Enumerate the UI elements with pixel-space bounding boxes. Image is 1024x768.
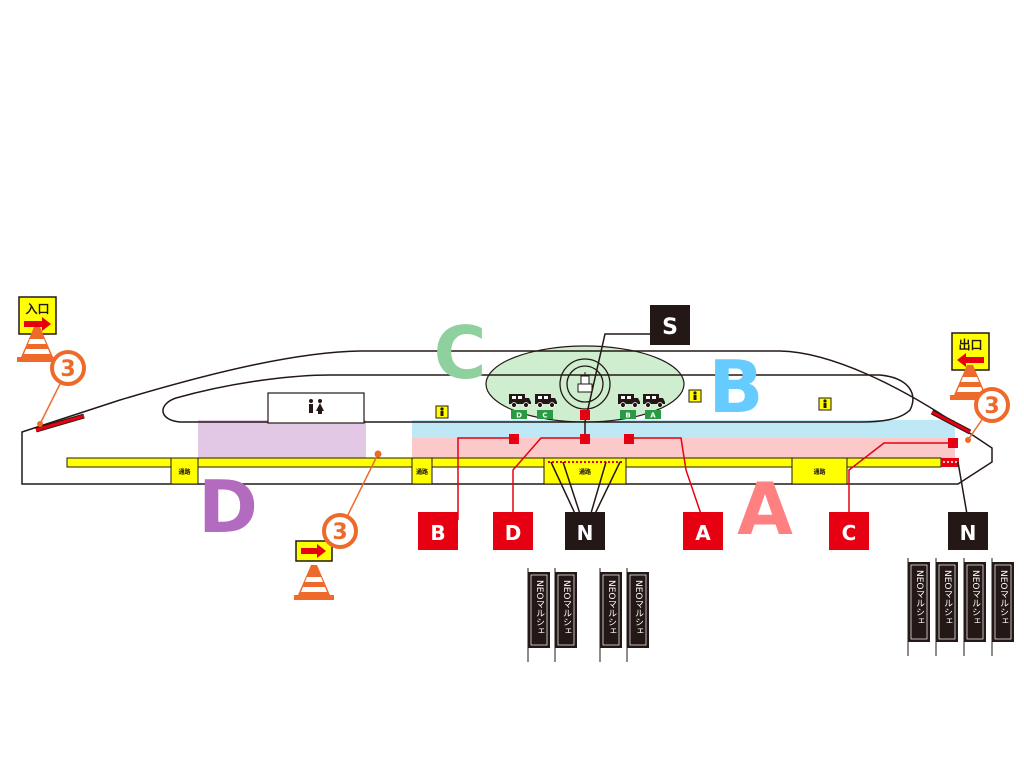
svg-text:A: A [695, 521, 711, 545]
booth-point [948, 438, 958, 448]
banner-text: NEOマルシェ [606, 580, 617, 636]
neo-banner-flag: NEOマルシェ [626, 568, 649, 662]
right-red-block [941, 458, 959, 467]
neo-banner-flag: NEOマルシェ [907, 558, 930, 656]
person-icon [435, 405, 449, 419]
neo-banner-flag: NEOマルシェ [527, 568, 550, 662]
marker-a: A [683, 512, 723, 550]
banner-text: NEOマルシェ [633, 580, 644, 636]
marker-d: D [493, 512, 533, 550]
passage-label: 通路 [579, 468, 592, 476]
booth-point [580, 410, 590, 420]
gate-badge: 3 [974, 387, 1010, 423]
fountain-icon [559, 358, 611, 410]
marker-n-center: N [565, 512, 605, 550]
svg-text:3: 3 [984, 394, 999, 419]
neo-banner-flag: NEOマルシェ [935, 558, 958, 656]
svg-text:3: 3 [332, 520, 347, 545]
neo-banner-flags: NEOマルシェ NEOマルシェ NEOマルシェ NEOマルシェ NEOマルシェ NEOマル… [527, 558, 1014, 662]
banner-text: NEOマルシェ [942, 570, 953, 626]
entrance-label: 入口 [25, 302, 49, 316]
entrance-gate-bar [35, 414, 85, 432]
neo-banner-flag: NEOマルシェ [963, 558, 986, 656]
neo-banner-flag: NEOマルシェ [991, 558, 1014, 656]
banner-text: NEOマルシェ [561, 580, 572, 636]
passage-label: 通路 [813, 468, 826, 476]
svg-text:3: 3 [60, 357, 75, 382]
passage-block: 通路 [170, 457, 199, 485]
booth-point [509, 434, 519, 444]
neo-banner-flag: NEOマルシェ [554, 568, 577, 662]
exit-label: 出口 [958, 337, 982, 352]
passage-label: 通路 [416, 468, 429, 476]
passage-block: 通路 [411, 457, 433, 485]
passage-label: 通路 [178, 468, 191, 476]
marker-connectors-dark [550, 333, 969, 521]
exit-gate-bar [931, 410, 971, 434]
traffic-cone-icon [294, 565, 334, 600]
food-truck-labels: D C B A [511, 410, 661, 420]
passage-block: 通路 [791, 457, 848, 485]
neo-banner-flag: NEOマルシェ [599, 568, 622, 662]
gate-sign-middle [295, 540, 333, 562]
marker-c: C [829, 512, 869, 550]
truck-label: A [650, 412, 656, 420]
zone-b-area [412, 420, 955, 438]
svg-text:N: N [577, 521, 594, 545]
arrow-left-icon [957, 353, 984, 367]
svg-text:C: C [842, 521, 857, 545]
inner-island [162, 374, 914, 423]
person-icon [818, 397, 832, 411]
zone-a-area [412, 438, 955, 458]
svg-text:B: B [430, 521, 445, 545]
person-icon [688, 389, 702, 403]
zone-a-letter: A [737, 467, 793, 551]
zone-d-area [198, 420, 366, 458]
marker-s: S [650, 305, 690, 345]
booth-point [580, 434, 590, 444]
exit-sign: 出口 [951, 332, 990, 371]
truck-label: B [625, 412, 630, 420]
zone-d-letter: D [198, 465, 258, 549]
banner-text: NEOマルシェ [998, 570, 1009, 626]
marker-b: B [418, 512, 458, 550]
banner-text: NEOマルシェ [534, 580, 545, 636]
arrow-right-icon [24, 317, 51, 331]
restroom-building [267, 392, 365, 424]
zone-c-letter: C [434, 311, 487, 395]
passage-block: 通路 [543, 457, 627, 485]
banner-text: NEOマルシェ [914, 570, 925, 626]
svg-text:D: D [505, 521, 522, 545]
banner-text: NEOマルシェ [970, 570, 981, 626]
zone-b-letter: B [709, 345, 764, 429]
gate-badge: 3 [322, 513, 358, 549]
gate-badge: 3 [50, 350, 86, 386]
marker-connectors [457, 437, 953, 521]
booth-point [624, 434, 634, 444]
truck-label: C [542, 412, 547, 420]
marker-n-right: N [948, 512, 988, 550]
restroom-icon [309, 399, 324, 414]
svg-text:N: N [960, 521, 977, 545]
arrow-right-icon [301, 544, 326, 558]
svg-text:S: S [662, 315, 678, 340]
truck-label: D [516, 412, 522, 420]
